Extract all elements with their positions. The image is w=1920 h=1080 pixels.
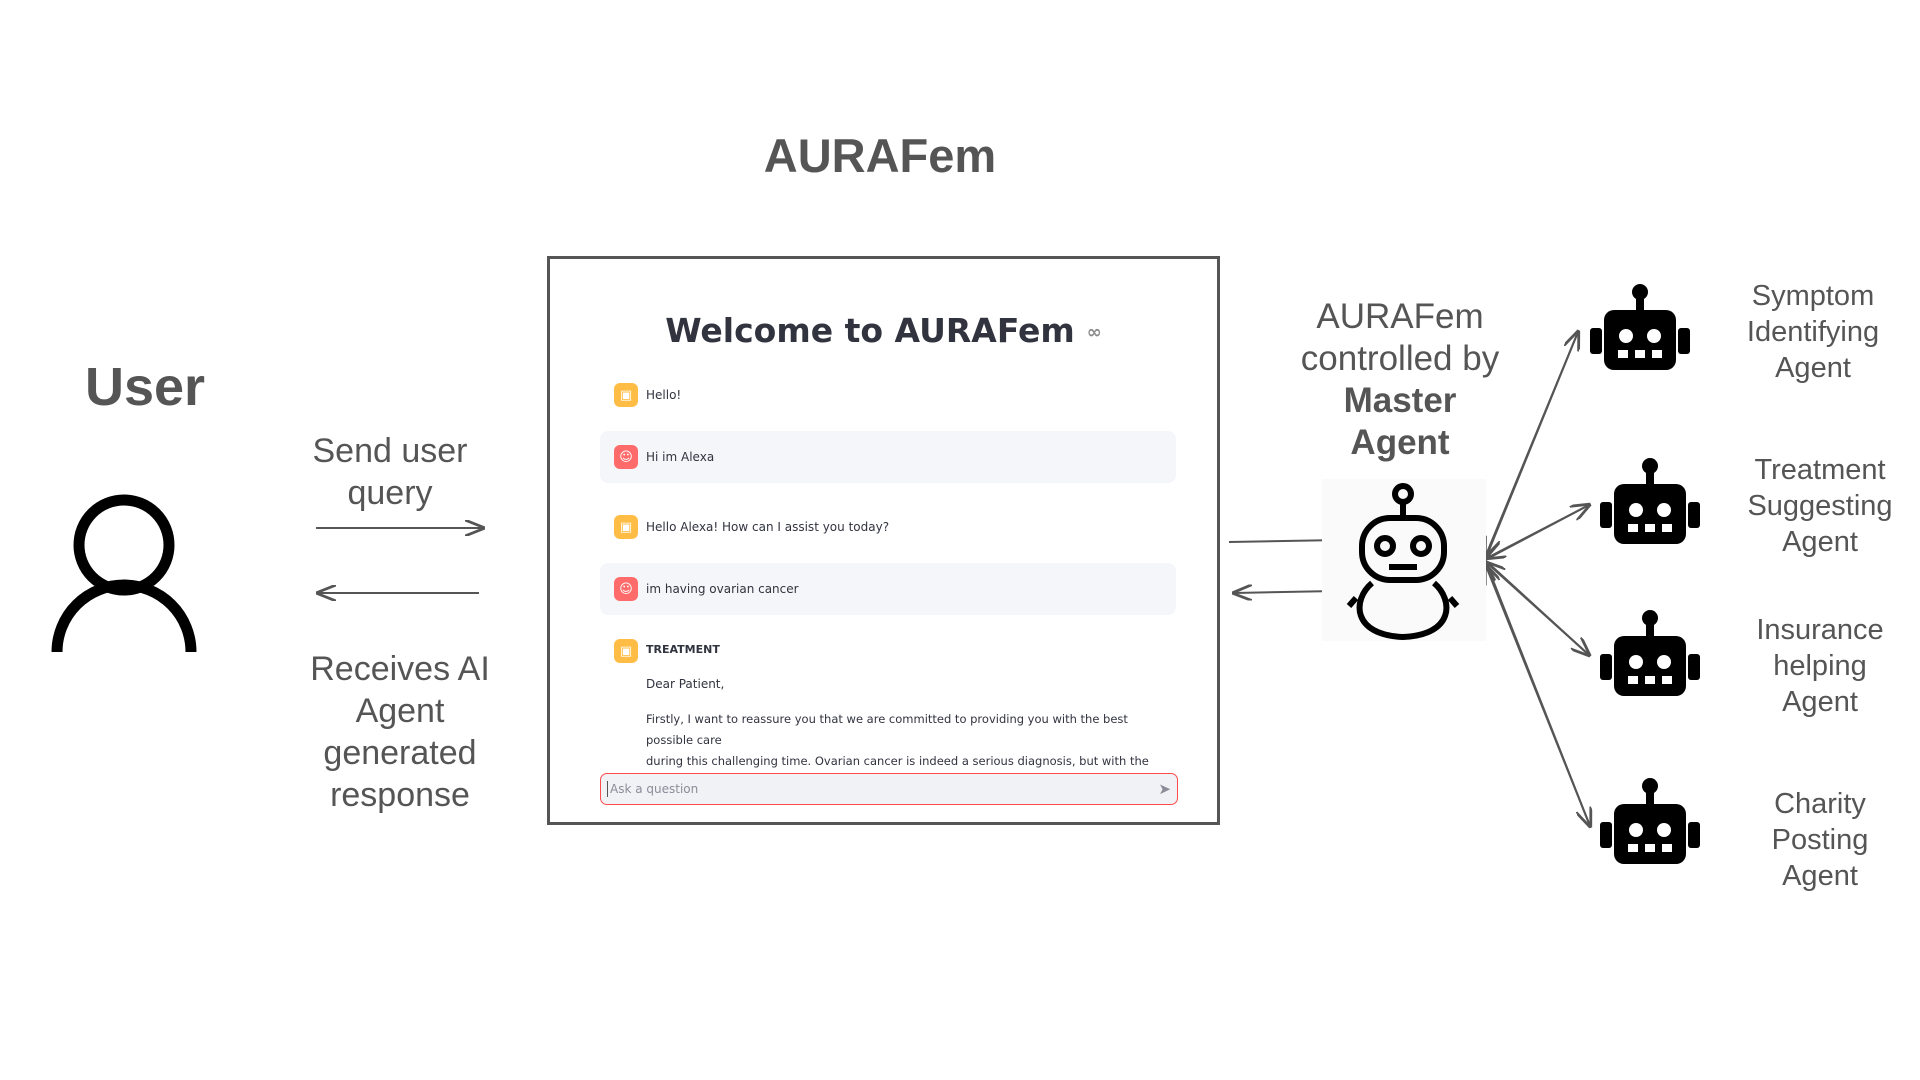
link-icon[interactable]: ∞	[1086, 322, 1102, 343]
agent-2-to-master-arrow	[1487, 504, 1590, 558]
chat-to-master-arrow	[1228, 540, 1340, 542]
agent-caption-line: Suggesting	[1747, 490, 1893, 522]
master-caption-line: AURAFem	[1316, 297, 1484, 336]
user-avatar-icon: ☺	[614, 577, 638, 601]
diagram-title: AURAFem	[763, 129, 997, 182]
agent-caption-line: Agent	[1782, 526, 1858, 558]
send-caption-line: query	[347, 474, 433, 512]
chat-input-placeholder: Ask a question	[610, 782, 699, 796]
agent-4-caption: Charity Posting Agent	[1720, 786, 1920, 894]
treatment-body-line: Firstly, I want to reassure you that we …	[646, 712, 1128, 747]
receive-caption-line: Agent	[355, 692, 445, 730]
chat-window: Welcome to AURAFem ∞ ▣ Hello! ☺ Hi im Ale…	[547, 256, 1220, 825]
receive-caption-line: Receives AI	[310, 650, 490, 688]
master-agent-robot-icon	[1346, 483, 1460, 641]
user-icon	[51, 494, 197, 653]
agent-caption-line: Symptom	[1751, 280, 1875, 312]
bot-avatar-icon: ▣	[614, 515, 638, 539]
agent-3-to-master-arrow	[1487, 563, 1590, 656]
send-caption-line: Send user	[312, 432, 468, 470]
user-label: User	[84, 357, 206, 417]
agent-caption-line: Agent	[1775, 352, 1851, 384]
agent-caption-line: Identifying	[1746, 316, 1880, 348]
agent-3-caption: Insurance helping Agent	[1720, 612, 1920, 720]
agent-caption-line: Agent	[1782, 686, 1858, 718]
agent-caption-line: Agent	[1782, 860, 1858, 892]
send-icon[interactable]: ➤	[1158, 780, 1171, 798]
receive-response-caption: Receives AI Agent generated response	[290, 648, 510, 816]
receive-caption-line: response	[330, 776, 470, 814]
agent-caption-line: Posting	[1771, 824, 1869, 856]
chat-heading-text: Welcome to AURAFem	[665, 311, 1075, 350]
agent-caption-line: Charity	[1774, 788, 1866, 820]
text-caret	[607, 781, 608, 797]
chat-message-text: Hello!	[646, 388, 682, 402]
chat-message-text: im having ovarian cancer	[646, 582, 799, 596]
chat-message-user: ☺ im having ovarian cancer	[600, 563, 1176, 615]
treatment-heading: TREATMENT	[646, 643, 720, 656]
agent-3-robot-icon	[1600, 610, 1700, 696]
master-agent-caption: AURAFem controlled by Master Agent	[1290, 296, 1510, 464]
agent-1-caption: Symptom Identifying Agent	[1713, 278, 1913, 386]
chat-heading: Welcome to AURAFem ∞	[550, 311, 1217, 350]
chat-message-assistant: ▣ Hello!	[600, 377, 1176, 413]
agent-4-robot-icon	[1600, 778, 1700, 864]
agent-caption-line: helping	[1773, 650, 1867, 682]
agent-1-to-master-arrow	[1486, 331, 1579, 555]
agent-2-caption: Treatment Suggesting Agent	[1720, 452, 1920, 560]
treatment-greeting: Dear Patient,	[646, 677, 725, 691]
master-to-chat-arrow	[1234, 591, 1337, 593]
chat-message-text: Hi im Alexa	[646, 450, 715, 464]
send-query-caption: Send user query	[290, 430, 490, 514]
master-caption-bold-text: Master	[1343, 381, 1457, 420]
chat-message-user: ☺ Hi im Alexa	[600, 431, 1176, 483]
user-avatar-icon: ☺	[614, 445, 638, 469]
chat-message-assistant: ▣ Hello Alexa! How can I assist you toda…	[600, 509, 1176, 545]
chat-input[interactable]: Ask a question ➤	[600, 773, 1178, 805]
master-caption-line: controlled by	[1300, 339, 1500, 378]
master-caption-bold-line: Master	[1290, 380, 1510, 422]
receive-caption-line: generated	[323, 734, 477, 772]
agent-caption-line: Treatment	[1754, 454, 1886, 486]
master-caption-bold-line: Agent	[1290, 422, 1510, 464]
bot-avatar-icon: ▣	[614, 639, 638, 663]
agent-2-robot-icon	[1600, 458, 1700, 544]
chat-message-text: Hello Alexa! How can I assist you today?	[646, 520, 890, 534]
master-caption-bold-text: Agent	[1350, 423, 1450, 462]
agent-4-to-master-arrow	[1486, 566, 1591, 827]
bot-avatar-icon: ▣	[614, 383, 638, 407]
agent-caption-line: Insurance	[1756, 614, 1884, 646]
agent-1-robot-icon	[1590, 284, 1690, 370]
